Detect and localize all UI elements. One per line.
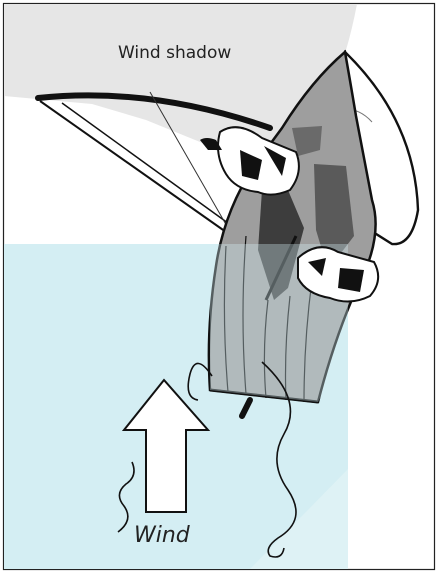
wind-label: Wind [134, 523, 191, 548]
wind-shadow-label: Wind shadow [118, 43, 231, 63]
